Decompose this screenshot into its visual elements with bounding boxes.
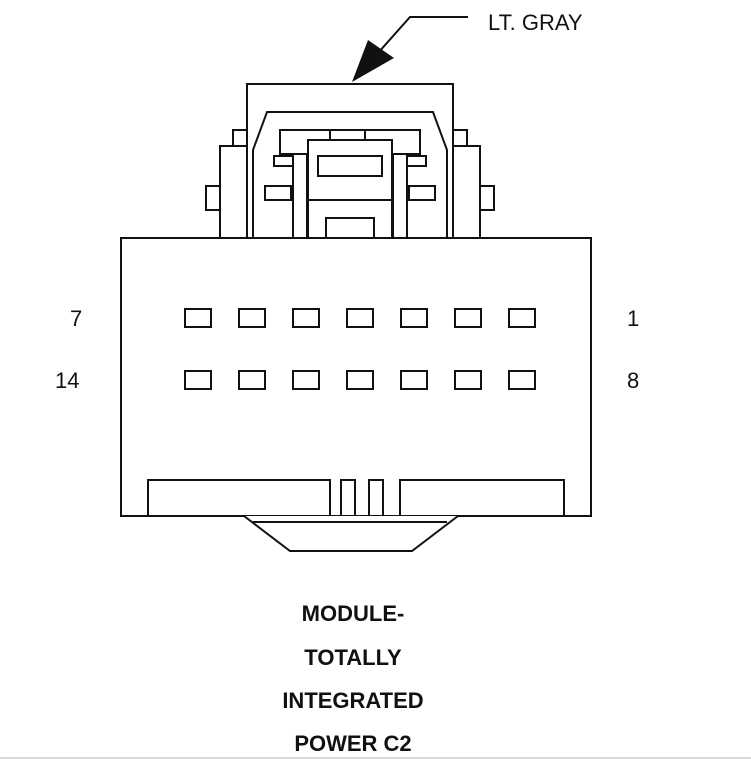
latch-step-right bbox=[453, 145, 481, 238]
caption-line-3: INTEGRATED bbox=[282, 688, 423, 713]
pin-label-14: 14 bbox=[55, 368, 79, 393]
pin-cavity-13 bbox=[238, 370, 266, 390]
pin-cavity-4 bbox=[346, 308, 374, 328]
latch-inner-frame bbox=[252, 111, 448, 238]
latch-right-ear bbox=[452, 129, 468, 147]
color-label: LT. GRAY bbox=[488, 10, 583, 35]
callout-arrowhead bbox=[352, 40, 394, 82]
pin-cavity-7 bbox=[184, 308, 212, 328]
latch-center-window bbox=[317, 155, 383, 177]
caption-line-2: TOTALLY bbox=[304, 645, 402, 670]
latch-center-slot bbox=[325, 217, 375, 239]
pin-cavity-10 bbox=[400, 370, 428, 390]
latch-step-left bbox=[219, 145, 247, 238]
connector-shroud bbox=[243, 515, 459, 552]
pin-label-8: 8 bbox=[627, 368, 639, 393]
latch-post-left bbox=[292, 153, 308, 239]
pin-cavity-11 bbox=[346, 370, 374, 390]
callout-leader-line bbox=[369, 16, 468, 63]
pin-cavity-6 bbox=[238, 308, 266, 328]
pin-cavity-9 bbox=[454, 370, 482, 390]
pin-cavity-5 bbox=[292, 308, 320, 328]
side-tab-right bbox=[479, 185, 495, 211]
pin-cavity-14 bbox=[184, 370, 212, 390]
pin-cavity-8 bbox=[508, 370, 536, 390]
connector-latch bbox=[205, 83, 495, 239]
caption-line-1: MODULE- bbox=[302, 601, 405, 626]
bottom-key-left bbox=[147, 479, 331, 516]
pin-label-7: 7 bbox=[70, 306, 82, 331]
pin-cavity-2 bbox=[454, 308, 482, 328]
shroud-outline bbox=[243, 515, 459, 552]
latch-side-block-left bbox=[264, 185, 292, 201]
connector-caption: MODULE- TOTALLY INTEGRATED POWER C2 bbox=[282, 601, 423, 756]
pin-label-1: 1 bbox=[627, 306, 639, 331]
latch-post-right bbox=[392, 153, 408, 239]
bottom-key-right bbox=[399, 479, 565, 516]
color-callout: LT. GRAY bbox=[352, 10, 583, 82]
caption-line-4: POWER C2 bbox=[294, 731, 411, 756]
latch-side-block-right bbox=[408, 185, 436, 201]
bottom-rule bbox=[0, 757, 751, 759]
pin-cavity-grid bbox=[184, 308, 536, 390]
side-tab-left bbox=[205, 185, 221, 211]
pin-cavity-12 bbox=[292, 370, 320, 390]
pin-cavity-3 bbox=[400, 308, 428, 328]
pin-cavity-1 bbox=[508, 308, 536, 328]
latch-left-ear bbox=[232, 129, 248, 147]
